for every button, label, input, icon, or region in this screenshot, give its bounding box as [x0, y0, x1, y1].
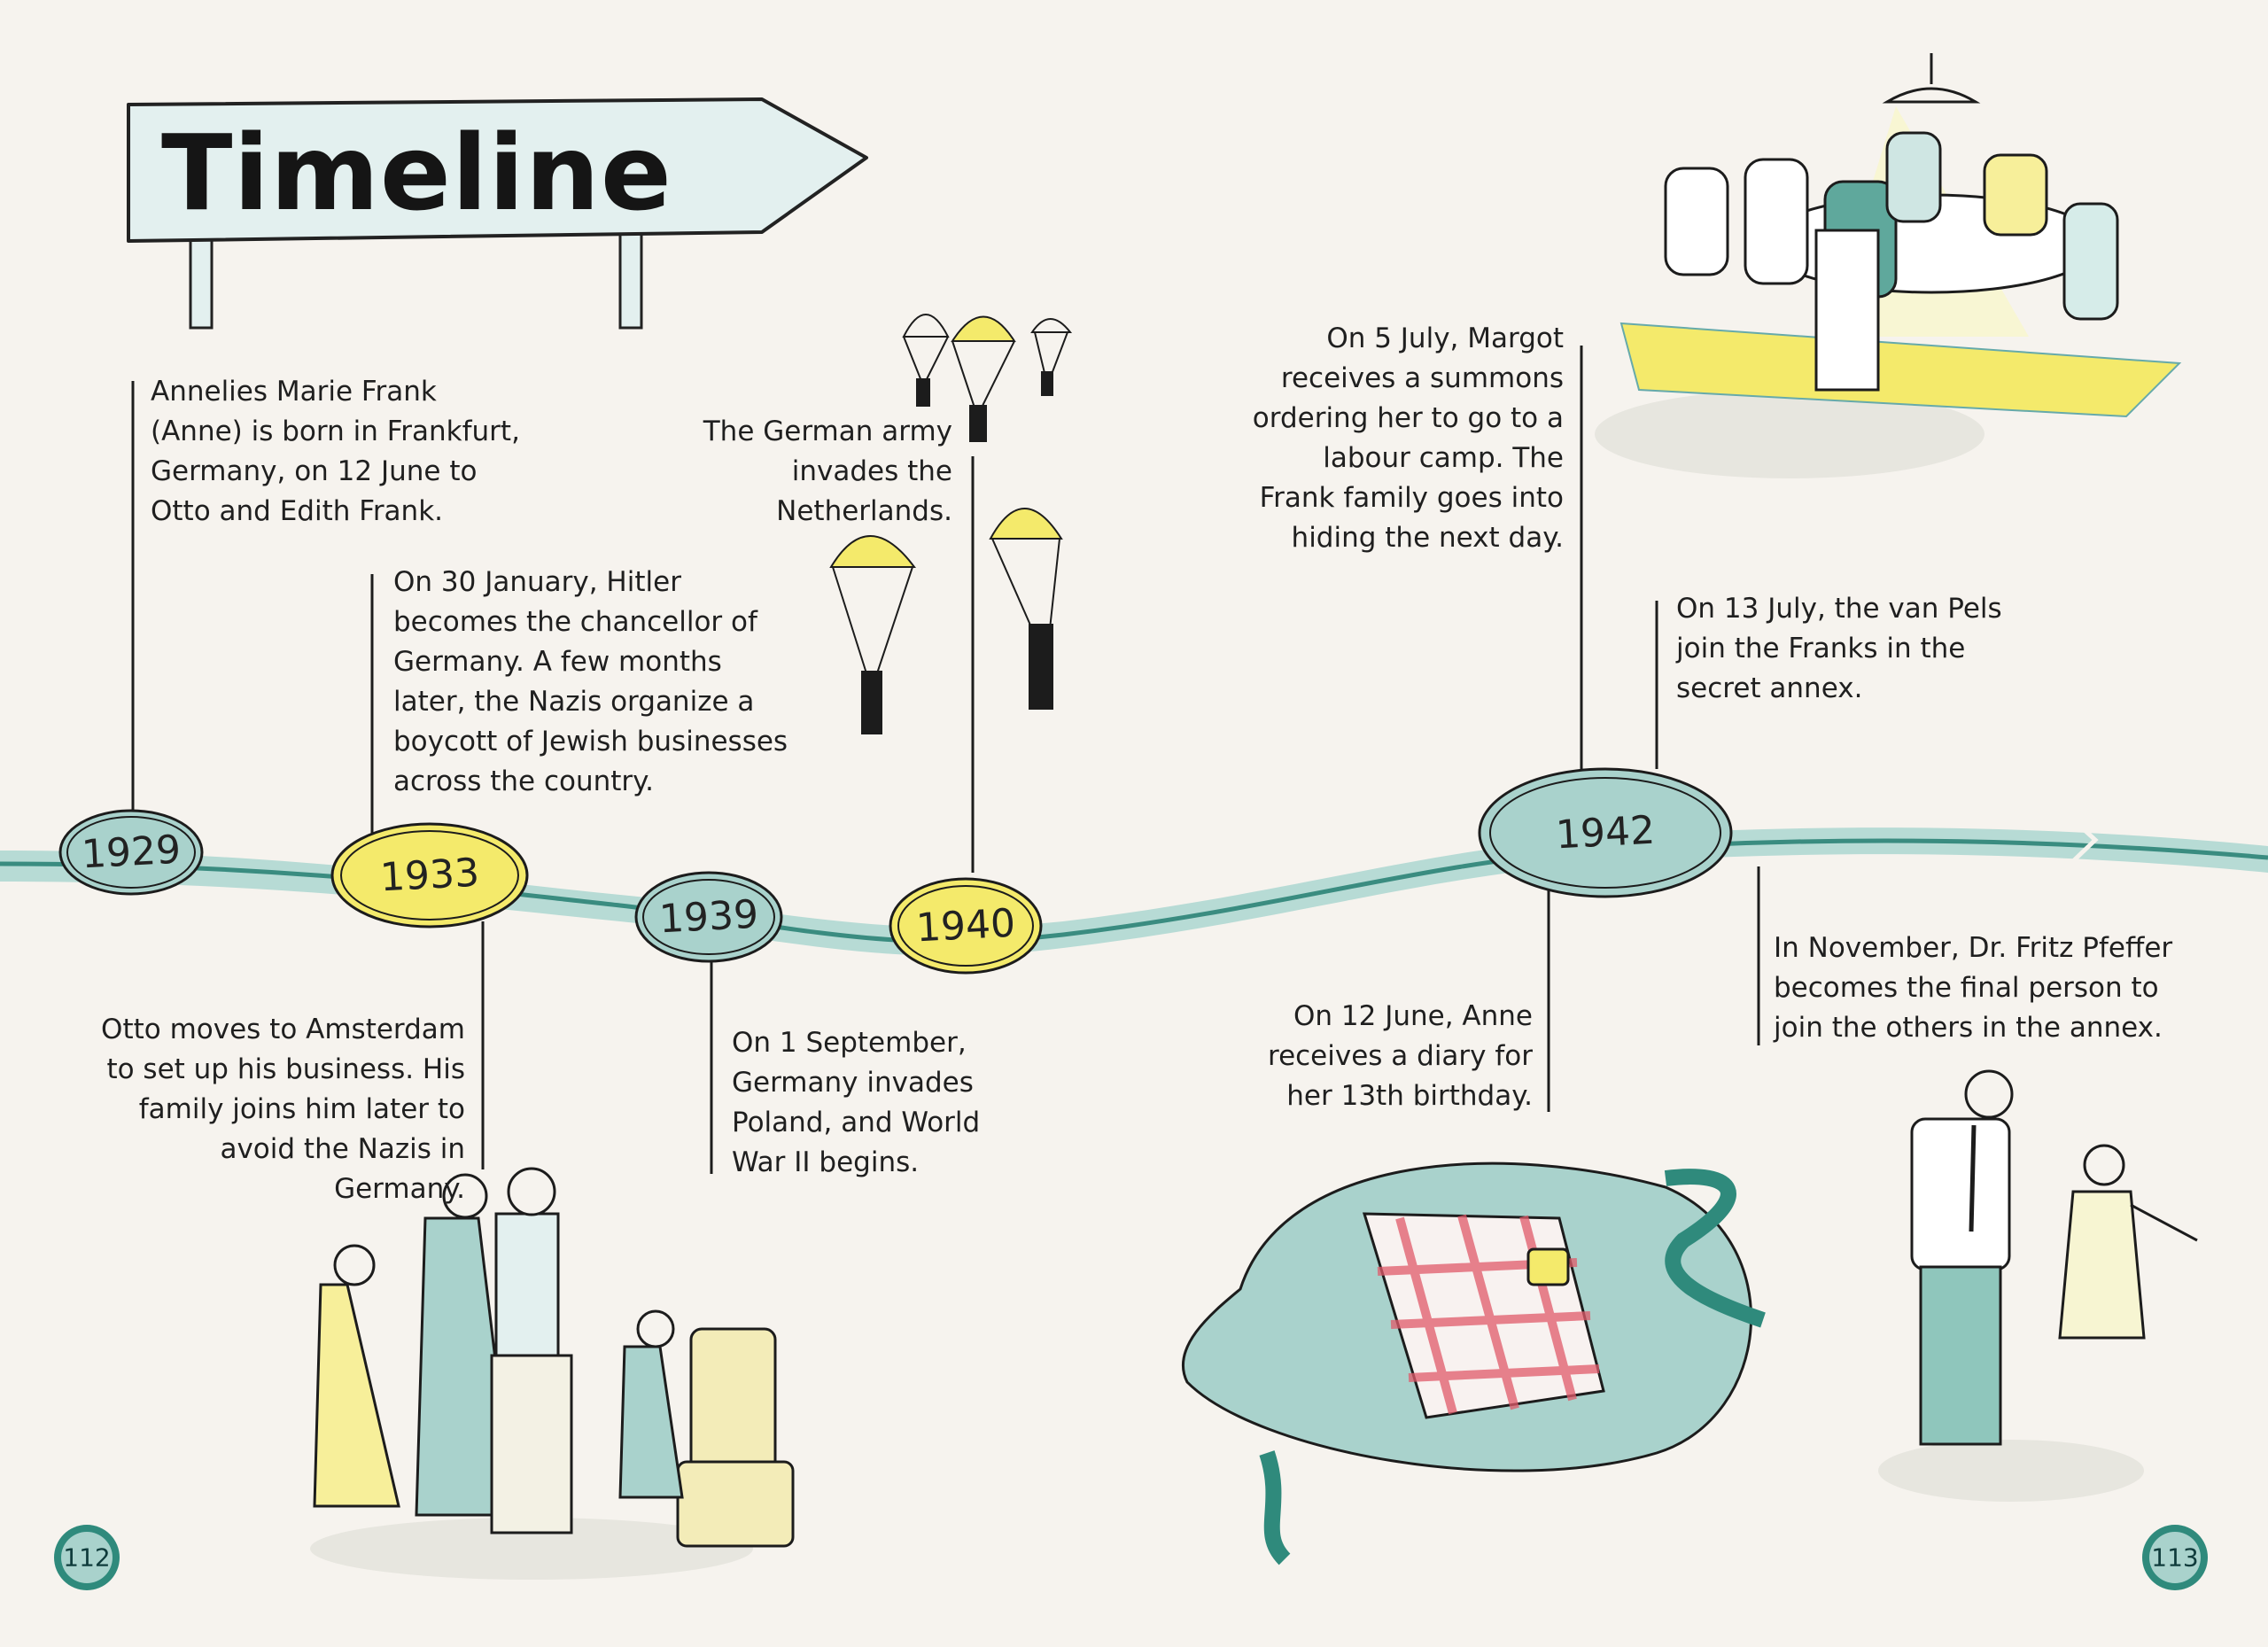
event-text-1933-hitler: On 30 January, Hitler becomes the chance… — [393, 566, 788, 797]
event-text-1942-pfeffer: In November, Dr. Fritz Pfeffer becomes t… — [1774, 932, 2173, 1044]
checked-diary — [1181, 1161, 1766, 1565]
event-text-1940: The German army invades the Netherlands. — [703, 416, 952, 527]
man-and-girl — [1878, 1069, 2198, 1502]
oval-1939 — [634, 871, 783, 963]
timeline-arrow-end — [2071, 818, 2099, 863]
year-ovals — [58, 767, 1733, 975]
family-with-luggage — [310, 1167, 795, 1580]
event-text-1942-diary: On 12 June, Anne receives a diary for he… — [1268, 1000, 1533, 1112]
year-label-1939: 1939 — [657, 891, 760, 943]
paratroopers — [829, 314, 1073, 734]
year-label-1929: 1929 — [80, 827, 183, 878]
page-number-left: 112 — [63, 1542, 111, 1573]
event-text-1933-amsterdam: Otto moves to Amsterdam to set up his bu… — [101, 1014, 465, 1205]
event-text-1942-summons: On 5 July, Margot receives a summons ord… — [1252, 322, 1564, 554]
oval-1940 — [889, 877, 1043, 975]
connector-lines — [131, 346, 1760, 1174]
year-label-1940: 1940 — [914, 900, 1017, 952]
signpost — [127, 97, 868, 330]
event-text-1942-van-pels: On 13 July, the van Pels join the Franks… — [1676, 593, 2002, 704]
oval-1933 — [330, 822, 529, 928]
page-title: Timeline — [161, 112, 672, 234]
year-label-1942: 1942 — [1554, 807, 1657, 858]
event-text-1929: Annelies Marie Frank (Anne) is born in F… — [151, 376, 520, 527]
oval-1929 — [58, 809, 204, 896]
event-text-1939: On 1 September, Germany invades Poland, … — [732, 1027, 981, 1178]
page-number-right: 113 — [2151, 1542, 2199, 1573]
oval-1942 — [1478, 767, 1733, 898]
family-dinner-table — [1595, 53, 2182, 478]
year-label-1933: 1933 — [378, 850, 481, 901]
